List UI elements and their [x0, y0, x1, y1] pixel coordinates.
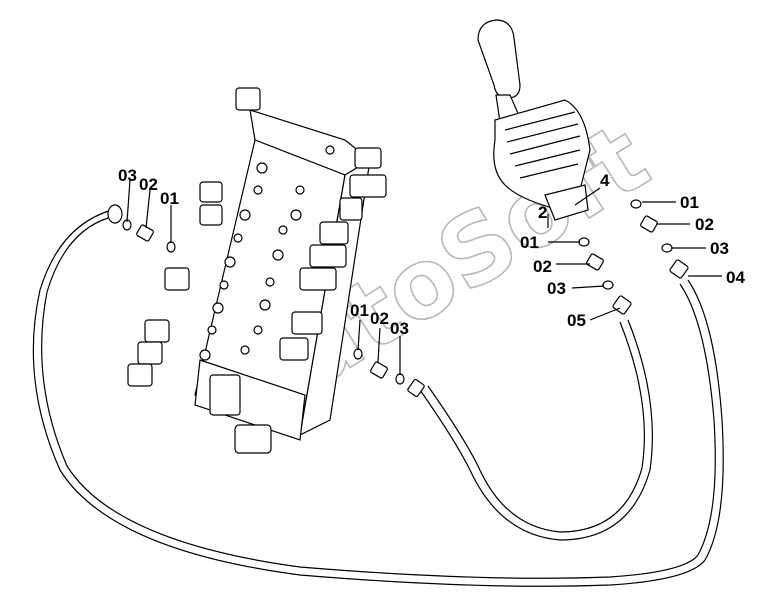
callout-4: 4: [600, 171, 610, 190]
valve-ports: [199, 145, 335, 361]
hose-end-mid: [407, 379, 425, 397]
o-ring-mid-01: [353, 348, 363, 360]
fittings: [107, 199, 689, 397]
callout-labels: 03 02 01 01 02 03 4 2 01 02 03 04 01 02 …: [118, 166, 745, 338]
bottom-section: [194, 359, 306, 454]
joystick: [477, 19, 591, 221]
adapter-r-02: [640, 215, 658, 233]
o-ring-r-01: [630, 199, 642, 209]
hose-lines: [32, 209, 724, 587]
callout-left-02: 02: [139, 175, 158, 194]
callout-left-01: 01: [160, 189, 179, 208]
o-ring-left-01: [166, 241, 176, 253]
callout-r-01: 01: [680, 193, 699, 212]
o-ring-r-03: [661, 243, 673, 253]
control-valve-block: [127, 87, 387, 454]
o-ring-l-01: [578, 237, 590, 247]
adapter-mid-02: [370, 361, 388, 379]
callout-r-02: 02: [695, 215, 714, 234]
callout-05: 05: [567, 311, 586, 330]
callout-mid-02: 02: [370, 309, 389, 328]
callout-l-03: 03: [547, 279, 566, 298]
callout-l-02: 02: [533, 257, 552, 276]
callout-mid-01: 01: [350, 301, 369, 320]
callout-mid-03: 03: [390, 319, 409, 338]
right-fittings: [279, 147, 387, 361]
callout-r-03: 03: [710, 239, 729, 258]
callout-2: 2: [538, 203, 547, 222]
o-ring-l-03: [602, 280, 614, 290]
hose-end-04: [669, 259, 689, 279]
callout-l-01: 01: [520, 233, 539, 252]
callout-r-04: 04: [726, 268, 745, 287]
nut-left: [107, 204, 123, 224]
leader-lines: [126, 179, 722, 375]
adapter-l-02: [586, 253, 604, 271]
adapter-left-02: [136, 224, 154, 242]
left-spool-caps: [127, 87, 261, 387]
hose-end-05: [612, 295, 632, 315]
o-ring-mid-03: [395, 373, 405, 385]
callout-left-03: 03: [118, 166, 137, 185]
